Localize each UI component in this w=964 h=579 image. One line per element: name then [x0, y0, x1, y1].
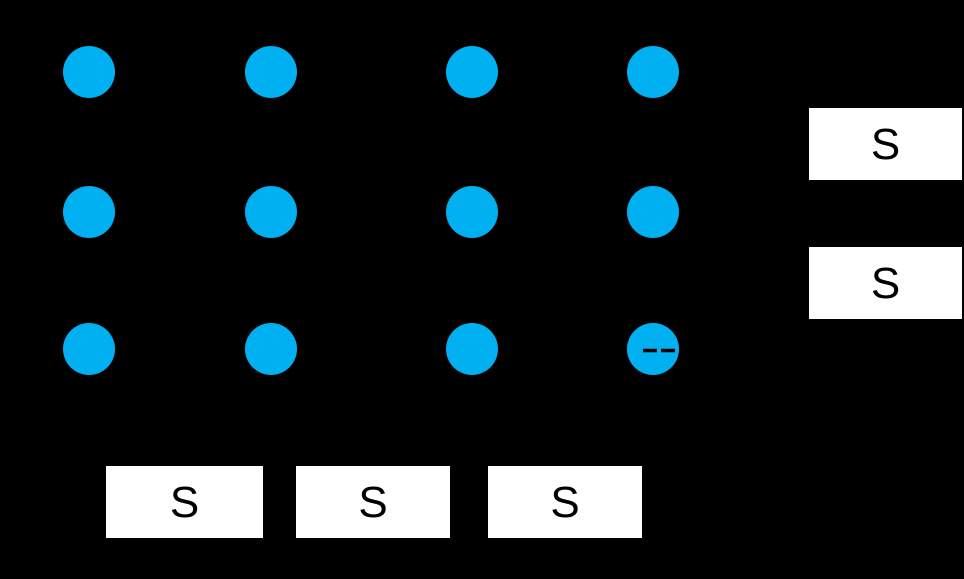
node-r2-c4: [627, 186, 679, 238]
separator-box-bottom-2: S: [296, 466, 450, 538]
node-r3-c1: [63, 323, 115, 375]
node-r3-c3: [446, 323, 498, 375]
node-r1-c4: [627, 46, 679, 98]
separator-label: S: [870, 120, 901, 169]
separator-label: S: [169, 478, 200, 527]
separator-box-right-2: S: [809, 247, 962, 319]
node-r2-c3: [446, 186, 498, 238]
separator-label: S: [358, 478, 388, 527]
node-r2-c2: [245, 186, 297, 238]
node-r1-c2: [245, 46, 297, 98]
separator-box-bottom-3: S: [488, 466, 642, 538]
node-r1-c1: [63, 46, 115, 98]
separator-box-right-1: S: [809, 108, 962, 180]
node-r3-c2: [245, 323, 297, 375]
separator-box-bottom-1: S: [106, 466, 263, 538]
node-r1-c3: [446, 46, 498, 98]
separator-label: S: [870, 259, 901, 308]
separator-label: S: [550, 478, 580, 527]
node-r2-c1: [63, 186, 115, 238]
